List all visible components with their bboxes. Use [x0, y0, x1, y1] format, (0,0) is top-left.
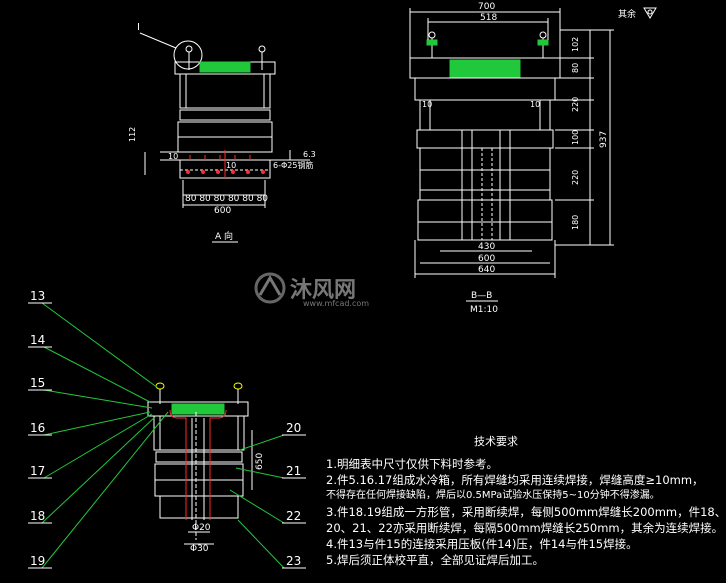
watermark-url: www.mfcad.com [303, 299, 369, 308]
balloon-circle [173, 40, 203, 70]
callout-16: 16 [30, 421, 45, 435]
watermark-logo-icon [254, 272, 286, 304]
dim-100: 100 [571, 130, 580, 145]
refractory-green [171, 403, 225, 415]
detail-dim-650: 650 [255, 453, 265, 470]
drawing-sheet: 112 6-Φ25钢筋 6.3 10 10 80 80 80 80 80 80 … [28, 2, 726, 569]
section-b-scale: M1:10 [470, 305, 498, 315]
callout-19: 19 [30, 554, 45, 568]
watermark: 沐风网 www.mfcad.com [254, 272, 369, 308]
dim-220a: 220 [571, 97, 580, 112]
view-a-bar-note: 6-Φ25钢筋 [273, 160, 313, 170]
refractory-green [449, 59, 521, 78]
view-a-dim-80-row: 80 80 80 80 80 80 [185, 194, 268, 204]
view-a-tick-10a: 10 [168, 152, 178, 161]
cad-canvas: 112 6-Φ25钢筋 6.3 10 10 80 80 80 80 80 80 … [28, 2, 657, 569]
view-a-tick-10b: 10 [226, 161, 236, 170]
tech-req-title: 技术要求 [474, 435, 518, 448]
dim-937: 937 [599, 131, 609, 148]
dim-180: 180 [571, 215, 580, 230]
callout-14: 14 [30, 333, 45, 347]
rebar-dots [186, 170, 265, 174]
view-a-dim-6-3: 6.3 [303, 150, 316, 159]
technical-requirements: 技术要求 1.明细表中尺寸仅供下料时参考。 2.件5.16.17组成水冷箱，所有… [326, 434, 726, 568]
callout-22: 22 [286, 509, 301, 523]
tech-req-item: 不得存在任何焊接缺陷，焊后以0.5MPa试验水压保持5~10分钟不得渗漏。 [326, 490, 660, 501]
tech-req-item: 1.明细表中尺寸仅供下料时参考。 [326, 457, 498, 471]
detail-view [28, 302, 306, 569]
tech-req-item: 4.件13与件15的连接采用压板(件14)压，件14与件15焊接。 [326, 537, 638, 551]
callout-23: 23 [286, 554, 301, 568]
callout-leaders [41, 302, 285, 569]
view-a-dim-112: 112 [128, 127, 137, 142]
tech-req-item: 5.焊后须正体校平直，全部见证焊后加工。 [326, 553, 544, 567]
tech-req-item: 3.件18.19组成一方形管，采用断续焊，每侧500mm焊缝长200mm，件18… [326, 505, 726, 519]
dim-600: 600 [478, 254, 495, 264]
callout-15: 15 [30, 376, 45, 390]
tech-req-item: 20、21、22亦采用断续焊，每隔500mm焊缝长250mm，其余为连续焊接。 [326, 521, 724, 535]
dim-80: 80 [571, 63, 580, 73]
bolt-icon [185, 45, 193, 53]
callout-20: 20 [286, 421, 301, 435]
dim-10a: 10 [422, 100, 432, 109]
bolt-icon [258, 45, 266, 53]
dim-640: 640 [478, 265, 495, 275]
dim-10b: 10 [530, 100, 540, 109]
dim-102: 102 [571, 37, 580, 52]
callout-21: 21 [286, 464, 301, 478]
roughness-icon [643, 7, 657, 19]
view-a-dim-600: 600 [214, 206, 231, 216]
detail-dim-phi30: Φ30 [190, 544, 209, 554]
callout-17: 17 [30, 464, 45, 478]
section-b-title: B—B [471, 291, 492, 301]
dim-700: 700 [478, 2, 495, 12]
dim-518: 518 [480, 13, 497, 23]
view-a-title: A 向 [215, 230, 233, 242]
callout-13: 13 [30, 289, 45, 303]
callout-18: 18 [30, 509, 45, 523]
view-a-balloon-label: I [137, 22, 140, 33]
section-b [409, 8, 614, 278]
view-a [139, 32, 310, 208]
refractory-green [199, 61, 251, 73]
dim-430: 430 [478, 242, 495, 252]
watermark-brand: 沐风网 [290, 278, 356, 303]
detail-dim-phi20: Φ20 [192, 523, 211, 533]
tech-req-item: 2.件5.16.17组成水冷箱，所有焊缝均采用连续焊接，焊缝高度≥10mm， [326, 473, 704, 487]
roughness-note: 其余 [618, 8, 636, 20]
dim-220b: 220 [571, 170, 580, 185]
